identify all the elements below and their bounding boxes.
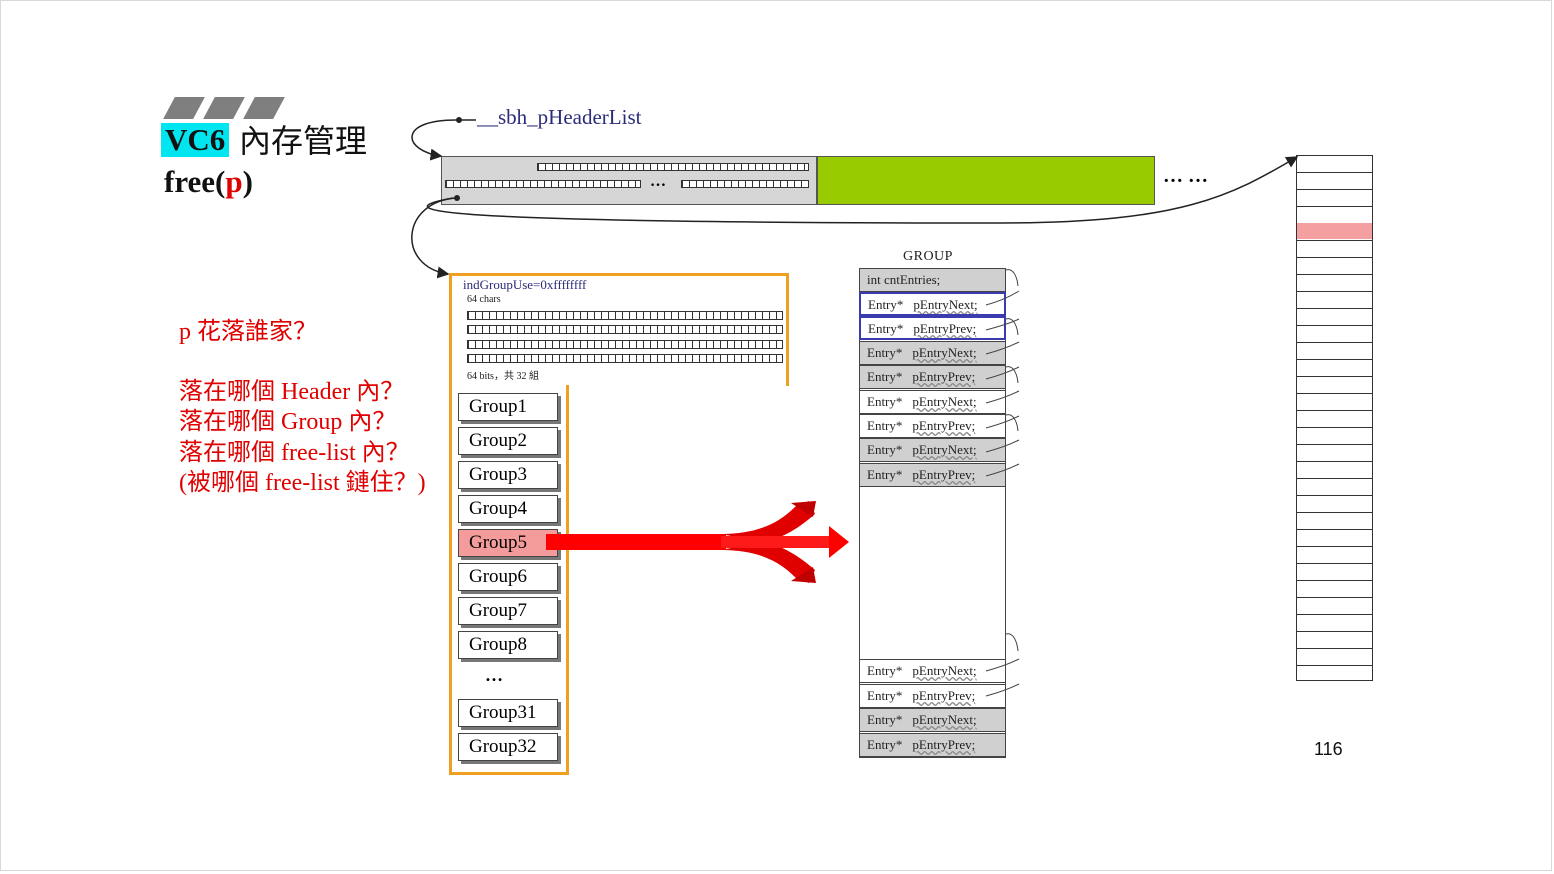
entry-prev-row: Entry* pEntryPrev; xyxy=(859,316,1006,340)
entry-field: pEntryNext; xyxy=(912,394,977,409)
entry-type: Entry* xyxy=(868,297,904,312)
entry-field: pEntryNext; xyxy=(912,442,977,457)
header-list-arrow xyxy=(411,119,460,161)
header-dots: … xyxy=(650,173,666,190)
entry-type: Entry* xyxy=(868,321,904,336)
region-groups-box xyxy=(449,385,569,775)
entry-prev-row: Entry* pEntryPrev; xyxy=(859,733,1006,757)
entry-prev-row: Entry* pEntryPrev; xyxy=(859,365,1006,389)
entry-type: Entry* xyxy=(867,467,903,482)
group-item: Group6 xyxy=(458,563,558,591)
entry-field: pEntryNext; xyxy=(912,345,977,360)
group-item: Group3 xyxy=(458,461,558,489)
group-item: Group31 xyxy=(458,699,558,727)
ind-group-use: indGroupUse=0xffffffff xyxy=(463,277,587,292)
question-freelist: 落在哪個 free-list 內？ xyxy=(179,440,410,466)
entry-type: Entry* xyxy=(867,345,903,360)
bitvector-row xyxy=(467,340,783,349)
red-arrow xyxy=(546,501,849,583)
entry-type: Entry* xyxy=(867,369,903,384)
free-arg: p xyxy=(225,164,243,199)
title-text: 內存管理 xyxy=(239,123,368,159)
bits-label: 64 bits，共 32 組 xyxy=(467,371,539,382)
header-ellipsis: … … xyxy=(1163,165,1208,187)
question-group: 落在哪個 Group 內？ xyxy=(179,409,397,435)
bitvector-row xyxy=(467,325,783,334)
question-header: 落在哪個 Header 內？ xyxy=(179,379,405,405)
group-item: Group4 xyxy=(458,495,558,523)
entry-type: Entry* xyxy=(867,418,903,433)
entry-prev-row: Entry* pEntryPrev; xyxy=(859,414,1006,438)
entry-field: pEntryPrev; xyxy=(912,737,976,752)
entry-next-row: Entry* pEntryNext; xyxy=(859,708,1006,732)
entry-type: Entry* xyxy=(867,688,903,703)
title-badge: VC6 xyxy=(161,123,230,157)
entry-type: Entry* xyxy=(867,737,903,752)
group-item: Group7 xyxy=(458,597,558,625)
page-entry-highlight xyxy=(1297,223,1372,239)
header-list-label: __sbh_pHeaderList xyxy=(477,105,642,129)
free-prefix: free( xyxy=(164,164,226,199)
entry-type: Entry* xyxy=(867,394,903,409)
question-owner: p 花落誰家？ xyxy=(179,319,317,345)
group-struct-title: GROUP xyxy=(903,249,953,264)
entry-type: Entry* xyxy=(867,712,903,727)
group-item-selected: Group5 xyxy=(458,529,558,557)
header-region-block xyxy=(817,156,1155,205)
region-box xyxy=(449,273,789,386)
entry-field: pEntryNext; xyxy=(912,663,977,678)
bitvector-row xyxy=(467,311,783,320)
entry-type: Entry* xyxy=(867,442,903,457)
question-linked: (被哪個 free-list 鏈住？) xyxy=(179,470,426,496)
header-cells-top xyxy=(537,163,809,171)
free-suffix: ) xyxy=(242,164,253,199)
freelist-links xyxy=(985,269,1020,697)
region-arrow xyxy=(411,197,458,279)
entry-next-row: Entry* pEntryNext; xyxy=(859,659,1006,683)
page-entries-column xyxy=(1296,155,1373,681)
entry-next-row: Entry* pEntryNext; xyxy=(859,341,1006,365)
entry-field: pEntryPrev; xyxy=(912,467,976,482)
bitvector-row xyxy=(467,354,783,363)
subtitle-free: free(p) xyxy=(164,163,253,201)
header-cells-right xyxy=(681,180,809,188)
entry-type: Entry* xyxy=(867,663,903,678)
entry-field: pEntryPrev; xyxy=(913,321,977,336)
group-item: Group2 xyxy=(458,427,558,455)
header-cells-left xyxy=(445,180,641,188)
page-arrow xyxy=(426,156,1299,224)
group-item: Group1 xyxy=(458,393,558,421)
entry-next-row: Entry* pEntryNext; xyxy=(859,292,1006,316)
entry-field: pEntryPrev; xyxy=(912,688,976,703)
groups-dots: … xyxy=(485,665,503,685)
chars-label: 64 chars xyxy=(467,294,501,305)
group-item: Group8 xyxy=(458,631,558,659)
entry-field: pEntryPrev; xyxy=(912,369,976,384)
entry-field: pEntryNext; xyxy=(913,297,978,312)
entry-prev-row: Entry* pEntryPrev; xyxy=(859,463,1006,487)
entry-field: pEntryNext; xyxy=(912,712,977,727)
entry-field: pEntryPrev; xyxy=(912,418,976,433)
entry-next-row: Entry* pEntryNext; xyxy=(859,390,1006,414)
entry-next-row: Entry* pEntryNext; xyxy=(859,438,1006,462)
page-number: 116 xyxy=(1314,739,1343,759)
group-item: Group32 xyxy=(458,733,558,761)
entry-prev-row: Entry* pEntryPrev; xyxy=(859,684,1006,708)
cnt-entries-row: int cntEntries; xyxy=(859,268,1006,292)
